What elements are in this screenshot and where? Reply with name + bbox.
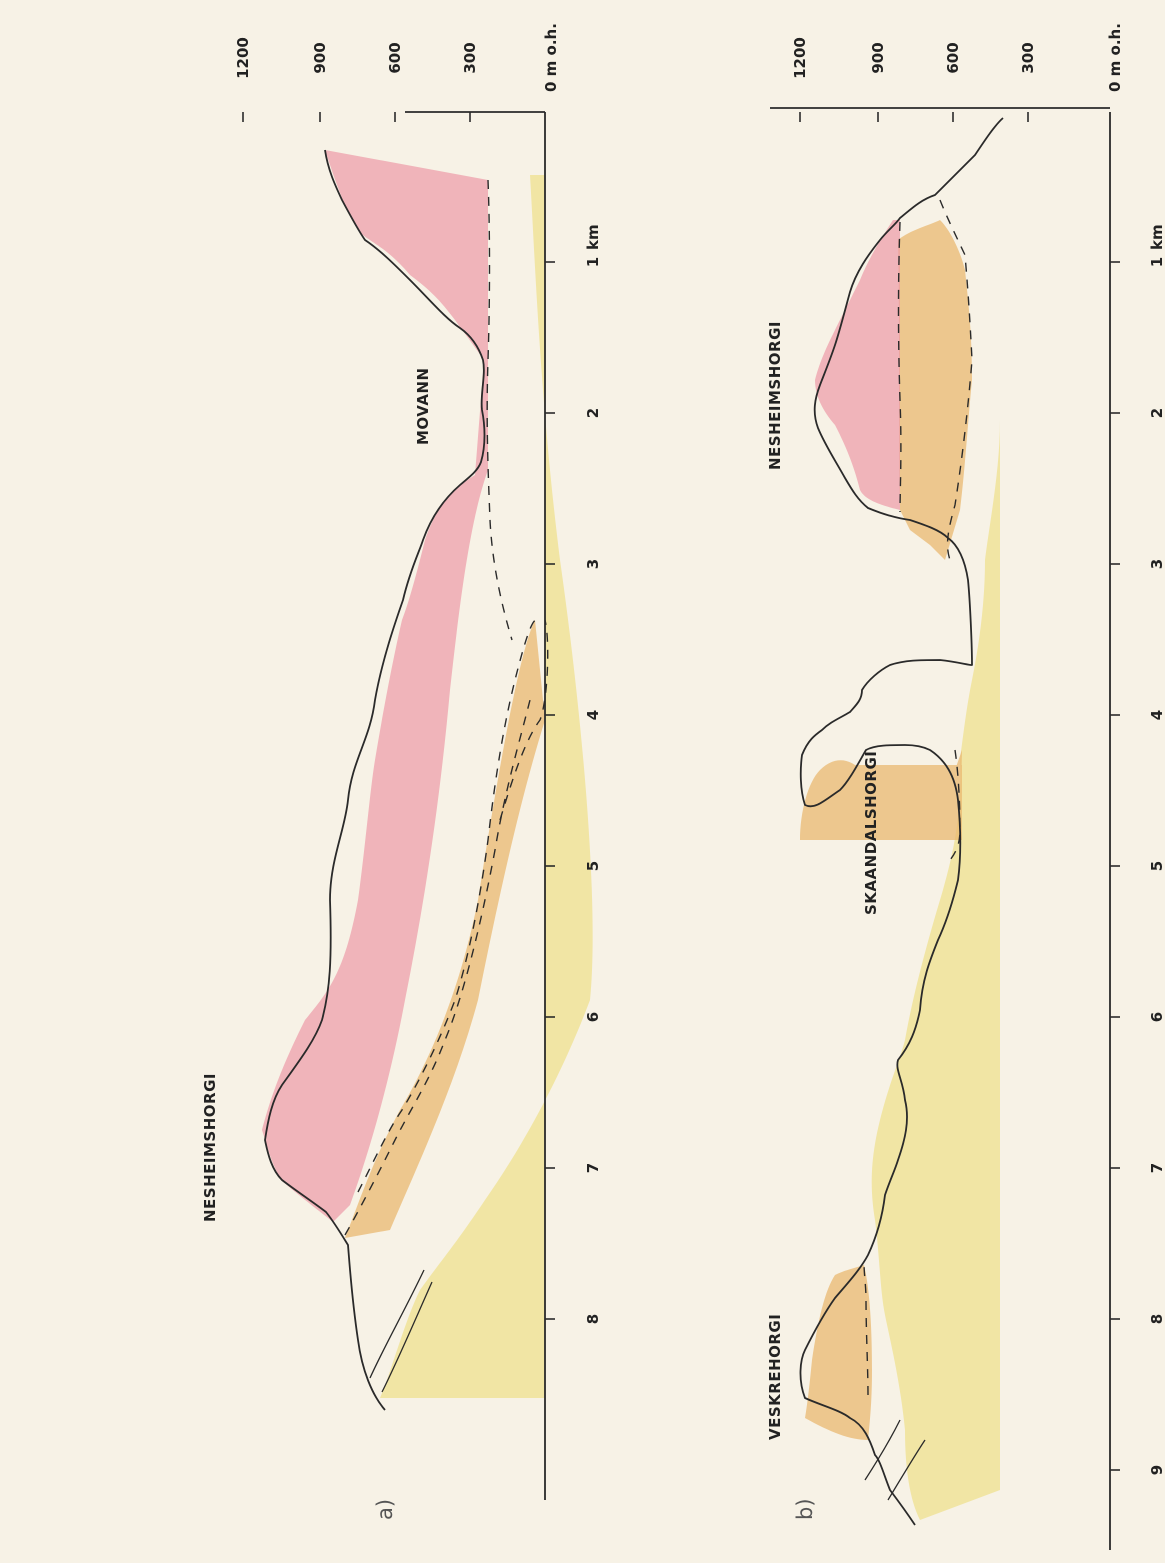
distance-b-tick-label-3: 3 (1148, 559, 1165, 569)
b-elev-label-900: 900 (869, 42, 887, 73)
place-name-nesheimshorgi-b: NESHEIMSHORGI (766, 321, 784, 470)
b-elev-label-600: 600 (944, 42, 962, 73)
distance-a-tick-label-5: 5 (584, 861, 602, 871)
a-elev-label-300: 300 (461, 42, 479, 73)
distance-b-tick-label-7: 7 (1148, 1163, 1165, 1173)
distance-a-tick-label-8: 8 (584, 1314, 602, 1324)
distance-a-tick-label-3: 3 (584, 559, 602, 569)
distance-b-tick-label-1: 1 (1148, 257, 1165, 267)
unit-elevation-b: 0 m o.h. (1106, 23, 1124, 92)
distance-b-tick-label-5: 5 (1148, 861, 1165, 871)
contact-line-a-3 (487, 180, 512, 640)
elevation-ticks-a: 1200 900 600 300 (234, 37, 479, 122)
middle-unit-fill-b-2 (800, 750, 962, 840)
cross-section-a: 1 2 3 4 5 6 7 8 1200 900 600 300 (234, 37, 602, 1500)
middle-unit-fill-b (805, 1265, 872, 1440)
panel-label-a: a) (373, 1499, 397, 1520)
labels: 0 m o.h. km MOVANN NESHEIMSHORGI a) 0 m … (201, 23, 1165, 1520)
a-elev-label-1200: 1200 (234, 37, 252, 79)
place-name-movann: MOVANN (414, 367, 432, 445)
distance-a-tick-label-6: 6 (584, 1012, 602, 1022)
distance-a-tick-label-1: 1 (584, 257, 602, 267)
distance-ticks-b: 1 2 3 4 5 6 7 8 9 (1110, 257, 1165, 1475)
cross-section-b: 1 2 3 4 5 6 7 8 9 1200 900 600 300 (770, 37, 1165, 1550)
distance-b-tick-label-4: 4 (1148, 710, 1165, 720)
distance-a-tick-label-2: 2 (584, 408, 602, 418)
distance-b-tick-label-8: 8 (1148, 1314, 1165, 1324)
distance-b-tick-label-6: 6 (1148, 1012, 1165, 1022)
distance-b-tick-label-2: 2 (1148, 408, 1165, 418)
place-name-skaandalshorgi: SKAANDALSHORGI (862, 751, 880, 915)
distance-a-tick-label-7: 7 (584, 1163, 602, 1173)
place-name-nesheimshorgi-a: NESHEIMSHORGI (201, 1073, 219, 1222)
unit-elevation-a: 0 m o.h. (542, 23, 560, 92)
distance-b-tick-label-9: 9 (1148, 1465, 1165, 1475)
unit-distance-a: km (584, 224, 602, 250)
unit-distance-b: km (1148, 224, 1165, 250)
a-elev-label-600: 600 (386, 42, 404, 73)
a-elev-label-900: 900 (311, 42, 329, 73)
b-elev-label-300: 300 (1019, 42, 1037, 73)
place-name-veskrehorgi: VESKREHORGI (766, 1314, 784, 1440)
b-elev-label-1200: 1200 (791, 37, 809, 79)
middle-unit-fill-b-3 (898, 220, 972, 560)
distance-a-tick-label-4: 4 (584, 710, 602, 720)
elevation-ticks-b: 1200 900 600 300 (791, 37, 1037, 122)
panel-label-b: b) (793, 1498, 817, 1520)
